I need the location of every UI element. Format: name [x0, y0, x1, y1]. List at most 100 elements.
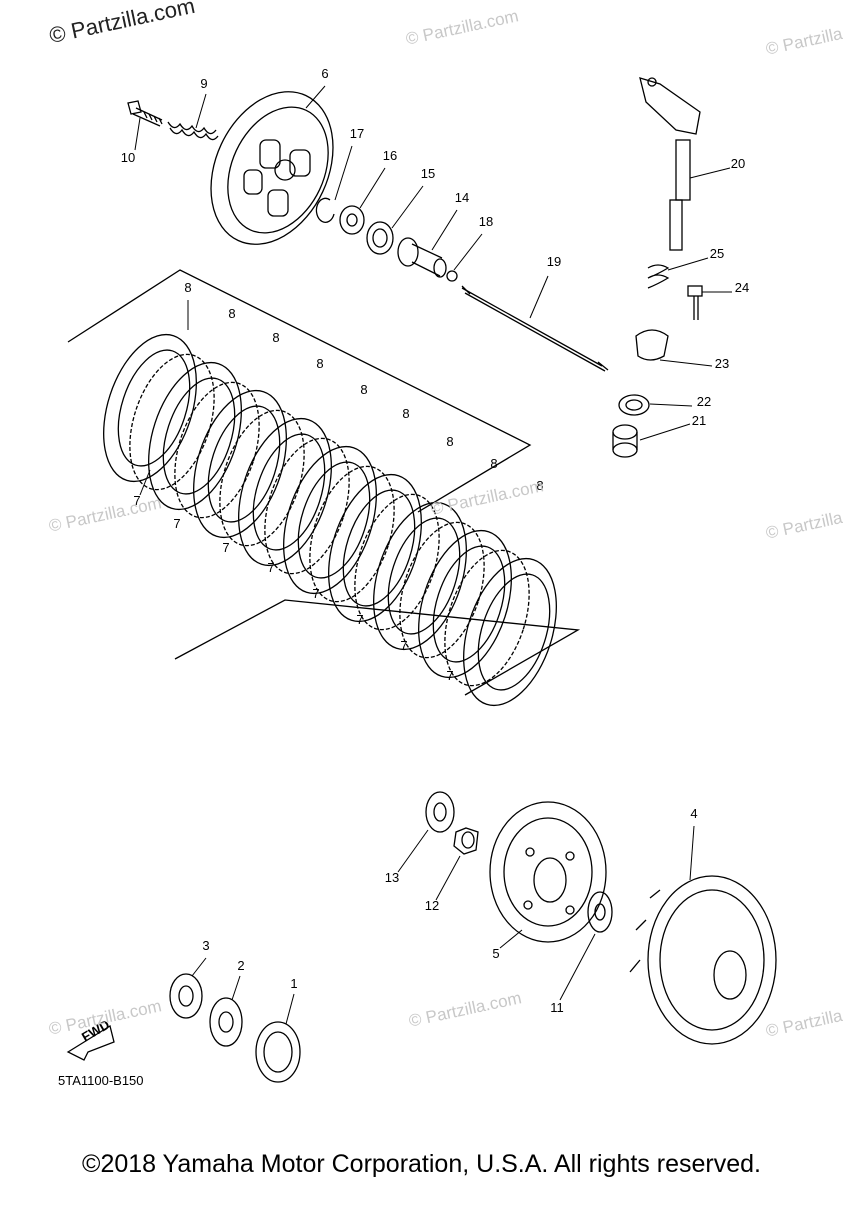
- friction-plate: [148, 361, 242, 511]
- callout-15: 15: [421, 166, 435, 181]
- callout-17: 17: [350, 126, 364, 141]
- clutch-plate: [219, 409, 305, 547]
- bearing-21: [612, 424, 638, 458]
- callout-9: 9: [200, 76, 207, 91]
- bolt-24: [687, 285, 703, 320]
- clutch-housing-4: [629, 875, 777, 1045]
- clutch-plate: [444, 549, 530, 687]
- callout-leader-20: [689, 167, 731, 179]
- callout-7: 7: [267, 560, 274, 575]
- oil-seal-22: [618, 394, 650, 416]
- friction-plate: [463, 557, 557, 707]
- callout-leader-6: [305, 85, 326, 109]
- callout-leader-14: [431, 209, 458, 251]
- push-rod-19: [461, 285, 609, 372]
- callout-leader-21: [639, 423, 691, 441]
- clutch-plate: [399, 521, 485, 659]
- friction-plate: [238, 417, 332, 567]
- push-lever-shaft-20: [639, 77, 701, 251]
- ball-18: [446, 270, 458, 282]
- callout-3: 3: [202, 938, 209, 953]
- callout-7: 7: [222, 540, 229, 555]
- callout-14: 14: [455, 190, 469, 205]
- friction-plate-inner: [162, 377, 236, 495]
- friction-plate: [283, 445, 377, 595]
- friction-plate-inner: [432, 545, 506, 663]
- callout-leader-7: [139, 469, 151, 496]
- callouts: 1234567891011121314151617181920212223242…: [121, 66, 749, 1025]
- circlip-17: [315, 197, 335, 223]
- callout-leader-9: [195, 93, 207, 129]
- callout-22: 22: [697, 394, 711, 409]
- callout-7: 7: [133, 493, 140, 508]
- callout-4: 4: [690, 806, 697, 821]
- friction-plate-inner: [342, 489, 416, 607]
- bolt-10: [127, 100, 163, 127]
- callout-10: 10: [121, 150, 135, 165]
- callout-20: 20: [731, 156, 745, 171]
- callout-19: 19: [547, 254, 561, 269]
- bearing-1: [255, 1021, 301, 1083]
- plate-23: [635, 329, 669, 361]
- callout-11: 11: [550, 1000, 564, 1015]
- push-rod-14: [397, 237, 447, 278]
- callout-leader-16: [359, 167, 386, 209]
- friction-plate: [418, 529, 512, 679]
- clutch-boss-5: [489, 801, 607, 943]
- friction-plate-inner: [387, 517, 461, 635]
- callout-18: 18: [479, 214, 493, 229]
- callout-24: 24: [735, 280, 749, 295]
- callout-25: 25: [710, 246, 724, 261]
- oil-seal-3: [169, 973, 203, 1019]
- washer-2: [209, 997, 243, 1047]
- callout-8: 8: [184, 280, 191, 295]
- washer-16: [339, 205, 365, 235]
- callout-8: 8: [536, 478, 543, 493]
- callout-8: 8: [316, 356, 323, 371]
- bearing-15: [366, 221, 394, 255]
- callout-8: 8: [402, 406, 409, 421]
- friction-plate-inner: [117, 349, 191, 467]
- callout-8: 8: [272, 330, 279, 345]
- callout-leader-4: [689, 825, 695, 881]
- callout-7: 7: [446, 668, 453, 683]
- callout-21: 21: [692, 413, 706, 428]
- callout-8: 8: [228, 306, 235, 321]
- callout-7: 7: [356, 612, 363, 627]
- callout-leader-22: [649, 403, 693, 407]
- callout-7: 7: [312, 586, 319, 601]
- callout-leader-13: [397, 829, 429, 873]
- friction-plate-inner: [297, 461, 371, 579]
- callout-2: 2: [237, 958, 244, 973]
- callout-leader-18: [453, 233, 483, 271]
- friction-plate: [103, 333, 197, 483]
- callout-8: 8: [490, 456, 497, 471]
- clutch-plate: [264, 437, 350, 575]
- nut-13: [425, 791, 455, 833]
- fwd-arrow-icon: [66, 1024, 115, 1061]
- friction-plate-inner: [207, 405, 281, 523]
- callout-13: 13: [385, 870, 399, 885]
- callout-leader-2: [231, 975, 241, 1001]
- callout-leader-5: [499, 929, 523, 949]
- callout-leader-23: [659, 359, 713, 367]
- callout-7: 7: [173, 516, 180, 531]
- copyright-notice: ©2018 Yamaha Motor Corporation, U.S.A. A…: [82, 1150, 761, 1178]
- plate-stack-frame-top: [67, 269, 532, 513]
- callout-5: 5: [492, 946, 499, 961]
- callout-leader-11: [559, 933, 596, 1001]
- callout-leader-1: [285, 993, 295, 1025]
- spring-9: [167, 121, 219, 141]
- friction-plate-inner: [252, 433, 326, 551]
- callout-leader-15: [391, 185, 424, 229]
- lock-washer-12: [453, 827, 479, 855]
- clutch-plate: [354, 493, 440, 631]
- callout-8: 8: [360, 382, 367, 397]
- callout-12: 12: [425, 898, 439, 913]
- pressure-plate-6: [210, 91, 334, 245]
- friction-plate: [193, 389, 287, 539]
- spring-25: [647, 264, 670, 289]
- callout-8: 8: [446, 434, 453, 449]
